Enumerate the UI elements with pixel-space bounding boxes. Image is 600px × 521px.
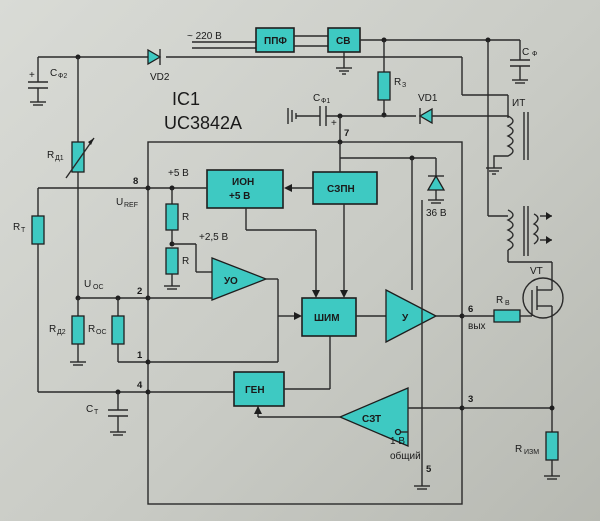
mosfet-vt xyxy=(522,277,564,319)
transformer-primary xyxy=(506,209,514,251)
svg-text:ГЕН: ГЕН xyxy=(245,385,265,396)
svg-text:REF: REF xyxy=(124,202,138,209)
resistor-rt xyxy=(31,215,45,245)
svg-text:6: 6 xyxy=(468,304,473,315)
svg-text:З: З xyxy=(402,82,406,89)
svg-text:+: + xyxy=(331,118,337,129)
chip-designator: IC1 xyxy=(172,89,200,109)
current-comparator xyxy=(338,387,409,447)
svg-text:вых: вых xyxy=(468,321,486,332)
svg-text:+2,5 В: +2,5 В xyxy=(199,232,229,243)
mains-voltage-label: ~ 220 В xyxy=(187,31,222,42)
svg-text:R: R xyxy=(394,77,401,88)
svg-text:8: 8 xyxy=(133,176,138,187)
svg-text:С: С xyxy=(50,68,57,79)
svg-text:VD1: VD1 xyxy=(418,93,438,104)
resistor-r-bottom xyxy=(165,247,179,275)
svg-text:7: 7 xyxy=(344,128,349,139)
mains-input: ~ 220 В xyxy=(187,31,256,49)
block-ppf xyxy=(255,27,295,53)
block-gen xyxy=(233,371,285,407)
transformer-aux-winding xyxy=(493,115,514,168)
resistor-rg xyxy=(493,309,521,323)
svg-text:ИОН: ИОН xyxy=(232,177,254,188)
svg-text:СЗТ: СЗТ xyxy=(362,414,381,425)
block-ion xyxy=(206,169,284,209)
resistor-rd2 xyxy=(71,315,85,345)
svg-text:С: С xyxy=(86,404,93,415)
diode-vd1 xyxy=(418,107,433,125)
error-amp xyxy=(211,257,268,301)
svg-text:VD2: VD2 xyxy=(150,72,170,83)
diode-vd2 xyxy=(147,48,162,66)
output-driver xyxy=(385,288,438,344)
svg-text:U: U xyxy=(116,197,123,208)
svg-text:общий: общий xyxy=(390,450,421,462)
zener-diode xyxy=(426,174,446,191)
svg-text:1: 1 xyxy=(137,350,143,361)
resistor-rizm xyxy=(545,431,559,461)
svg-text:ОС: ОС xyxy=(93,284,104,291)
svg-text:T: T xyxy=(21,227,26,234)
svg-text:Ф: Ф xyxy=(532,51,537,58)
svg-text:VT: VT xyxy=(530,266,543,277)
svg-text:В: В xyxy=(505,300,510,307)
svg-text:R: R xyxy=(496,295,503,306)
svg-text:+5 В: +5 В xyxy=(229,191,250,202)
svg-text:R: R xyxy=(88,324,95,335)
resistor-r3 xyxy=(377,71,391,101)
svg-text:R: R xyxy=(182,256,189,267)
svg-text:3: 3 xyxy=(468,394,473,405)
block-ppf-label: ППФ xyxy=(264,36,287,47)
chip-outline xyxy=(147,141,463,505)
svg-text:+: + xyxy=(29,70,35,81)
resistor-r-top xyxy=(165,203,179,231)
block-szpn xyxy=(312,171,378,205)
svg-text:R: R xyxy=(47,150,54,161)
svg-text:+5 В: +5 В xyxy=(168,168,189,179)
block-shim xyxy=(301,297,357,337)
svg-text:Ф2: Ф2 xyxy=(58,73,67,80)
svg-text:U: U xyxy=(84,279,91,290)
cf-label: С xyxy=(522,47,529,58)
svg-text:ОС: ОС xyxy=(96,329,107,336)
svg-text:Д2: Д2 xyxy=(57,329,66,336)
svg-text:ШИМ: ШИМ xyxy=(314,313,340,324)
svg-text:Д1: Д1 xyxy=(55,155,64,162)
svg-text:УО: УО xyxy=(224,276,238,287)
svg-text:4: 4 xyxy=(137,380,143,391)
svg-text:У: У xyxy=(402,313,409,324)
svg-text:ИТ: ИТ xyxy=(512,98,525,109)
svg-text:СЗПН: СЗПН xyxy=(327,184,355,195)
chip-part-number: UC3842A xyxy=(164,113,242,133)
block-sv-label: СВ xyxy=(336,36,350,47)
svg-text:R: R xyxy=(515,444,522,455)
svg-text:Ф1: Ф1 xyxy=(321,98,330,105)
svg-text:5: 5 xyxy=(426,464,432,475)
svg-text:С: С xyxy=(313,93,320,104)
svg-text:2: 2 xyxy=(137,286,142,297)
svg-text:1 В: 1 В xyxy=(390,436,405,447)
resistor-roc xyxy=(111,315,125,345)
svg-text:R: R xyxy=(49,324,56,335)
svg-text:ИЗМ: ИЗМ xyxy=(524,449,539,456)
svg-text:36 В: 36 В xyxy=(426,208,447,219)
svg-text:T: T xyxy=(94,409,99,416)
svg-text:R: R xyxy=(13,222,20,233)
svg-text:R: R xyxy=(182,212,189,223)
